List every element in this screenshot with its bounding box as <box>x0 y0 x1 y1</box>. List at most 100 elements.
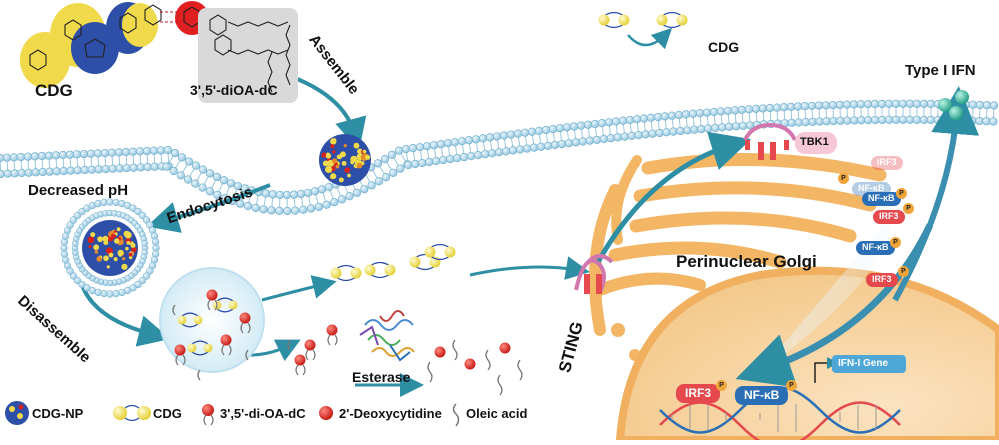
lipid-head <box>388 151 396 159</box>
cdg-label-right: CDG <box>708 40 739 54</box>
phospho-tag: P <box>890 237 901 248</box>
esterase-label: Esterase <box>352 370 410 384</box>
lipid-head <box>18 169 26 177</box>
lipid-head <box>530 144 538 152</box>
lipid-head <box>990 102 998 110</box>
cdg-label-top: CDG <box>35 82 73 99</box>
nfkb-pill-1: NF-κB <box>862 192 901 206</box>
lipid-head <box>178 154 186 162</box>
lipid-head <box>95 166 103 174</box>
lipid-head <box>899 116 907 124</box>
lipid-head <box>698 125 706 133</box>
lipid-head <box>563 124 571 132</box>
lipid-head <box>600 135 608 143</box>
lipid-head <box>4 170 12 178</box>
lipid-head <box>171 149 179 157</box>
phospho-tag: P <box>903 203 914 214</box>
lipid-head <box>808 102 816 110</box>
lipid-head <box>330 198 338 206</box>
lipid-head <box>38 152 46 160</box>
lipid-head <box>703 109 711 117</box>
legend-np-icon <box>5 401 29 425</box>
type-ifn-label: Type I IFN <box>905 63 976 78</box>
lipid-head <box>990 118 998 126</box>
lipid-head <box>537 143 545 151</box>
lipid-head <box>829 101 837 109</box>
lipid-head <box>983 117 991 125</box>
lipid-head <box>465 136 473 144</box>
lipid-head <box>689 110 697 118</box>
lipid-head <box>451 138 459 146</box>
lipid-head <box>291 207 299 215</box>
lipid-head <box>830 117 838 125</box>
oleic-acid-icon <box>428 362 432 382</box>
lipid-head <box>507 131 515 139</box>
lipid-head <box>691 126 699 134</box>
lipid-head <box>551 141 559 149</box>
lipid-head <box>941 116 949 124</box>
lipid-head <box>142 240 148 246</box>
lipid-head <box>87 150 95 158</box>
lipid-head <box>976 117 984 125</box>
lipid-head <box>843 101 851 109</box>
lipid-head <box>73 151 81 159</box>
lipid-head <box>151 233 158 240</box>
lipid-head <box>170 167 178 175</box>
lipid-head <box>119 289 126 296</box>
lipid-head <box>857 100 865 108</box>
lipid-head <box>184 176 192 184</box>
cdg-nanoparticle-icon <box>319 134 371 186</box>
lipid-head <box>598 119 606 127</box>
tbk1-label: TBK1 <box>800 137 829 148</box>
lipid-head <box>67 167 75 175</box>
lipid-head <box>113 199 120 206</box>
lipid-head <box>509 147 517 155</box>
lipid-head <box>927 116 935 124</box>
legend-cdg-label: CDG <box>153 406 182 421</box>
lipid-head <box>269 191 277 199</box>
lipid-head <box>677 127 685 135</box>
lipid-head <box>962 117 970 125</box>
lipid-head <box>11 170 19 178</box>
lipid-head <box>479 135 487 143</box>
lipid-head <box>227 180 235 188</box>
lipid-head <box>185 158 193 166</box>
lipid-head <box>607 134 615 142</box>
lipid-head <box>628 132 636 140</box>
lipid-head <box>837 117 845 125</box>
lipid-head <box>612 118 620 126</box>
legend-np-label: CDG-NP <box>32 406 83 421</box>
lipid-head <box>927 100 935 108</box>
lipid-head <box>94 150 102 158</box>
lipid-head <box>411 160 419 168</box>
nucleus <box>620 271 999 440</box>
irf3-dna-pill: IRF3 <box>676 384 720 403</box>
lipid-head <box>514 130 522 138</box>
lipid-head <box>66 151 74 159</box>
lipid-head <box>88 166 96 174</box>
lipid-head <box>500 132 508 140</box>
lipid-head <box>656 129 664 137</box>
lipid-head <box>244 202 252 210</box>
lipid-head <box>773 104 781 112</box>
lipid-head <box>115 149 123 157</box>
lipid-head <box>143 147 151 155</box>
lipid-head <box>481 150 489 158</box>
lipid-head <box>262 190 270 198</box>
cdg-dimer-icon <box>599 13 630 28</box>
lipid-head <box>32 169 40 177</box>
oleic-acid-icon <box>518 360 522 380</box>
phospho-tag: P <box>786 380 797 391</box>
lipid-head <box>137 164 145 172</box>
lipid-head <box>252 204 260 212</box>
lipid-head <box>844 117 852 125</box>
lipid-head <box>885 100 893 108</box>
lipid-head <box>206 188 214 196</box>
lipid-head <box>101 149 109 157</box>
lipid-head <box>374 160 382 168</box>
release-cdg-arrow <box>262 284 325 300</box>
lipid-head <box>593 136 601 144</box>
lipid-head <box>836 101 844 109</box>
lipid-head <box>654 113 662 121</box>
